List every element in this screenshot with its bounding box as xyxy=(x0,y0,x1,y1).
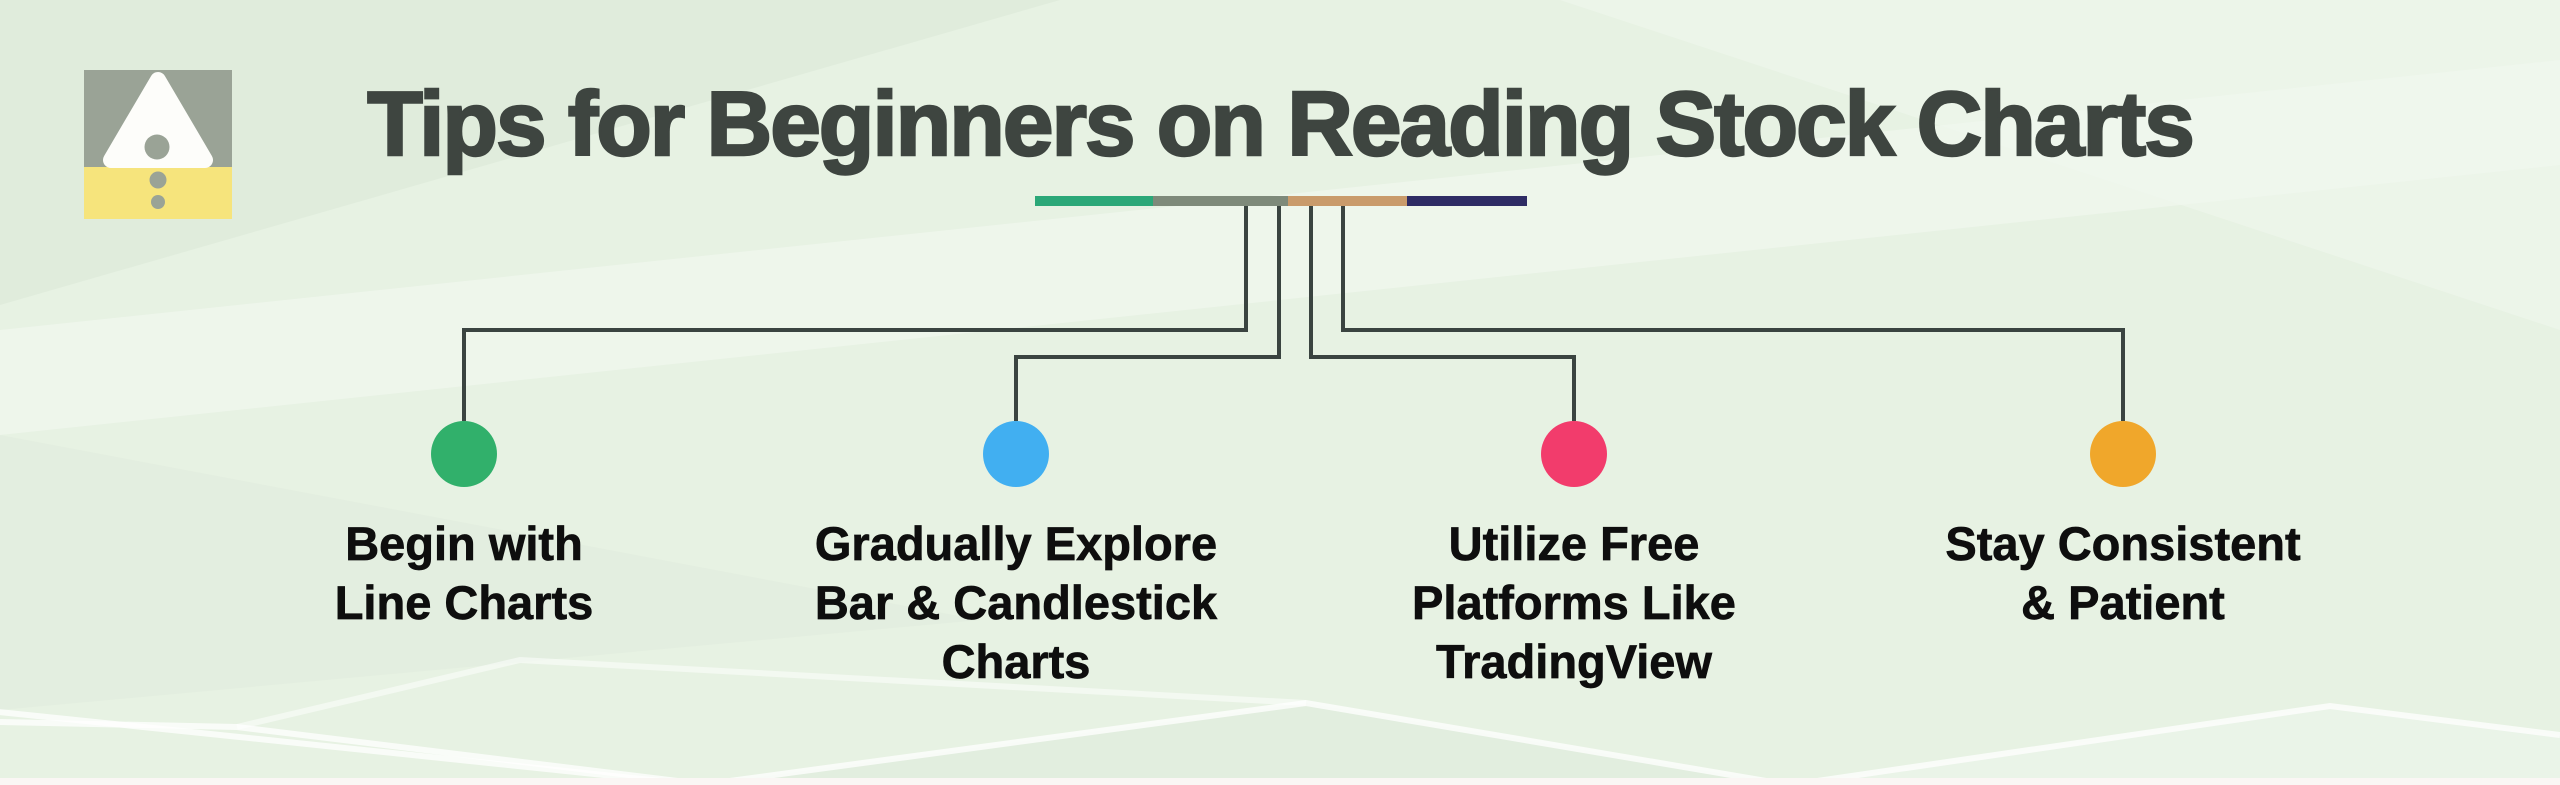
tip-label-1: Begin with Line Charts xyxy=(144,514,784,632)
divider-segment-navy xyxy=(1407,196,1527,206)
triangle-alert-logo-icon xyxy=(84,70,232,219)
facet-line xyxy=(0,699,2560,785)
tip-label-line: Gradually Explore xyxy=(814,517,1218,571)
connector-tree xyxy=(462,206,2125,421)
tip-label-line: Utilize Free xyxy=(1448,517,1700,571)
background-facet-lines xyxy=(0,656,2560,785)
tip-label-line: Begin with xyxy=(345,517,583,571)
background-facet xyxy=(1790,706,2560,785)
tip-label-2: Gradually Explore Bar & Candlestick Char… xyxy=(696,514,1336,691)
page-title: Tips for Beginners on Reading Stock Char… xyxy=(366,74,2196,175)
background-facet xyxy=(0,0,1060,305)
tip-label-line: & Patient xyxy=(2021,576,2225,630)
logo-dot xyxy=(149,171,167,189)
connector-line-1 xyxy=(462,206,1248,421)
logo-triangle-outline xyxy=(103,72,213,168)
facet-line xyxy=(236,656,1307,730)
tip-circle-3 xyxy=(1541,421,1607,487)
logo-triangle-hole xyxy=(144,134,170,160)
tip-circle-1 xyxy=(431,421,497,487)
background-facet xyxy=(0,435,980,710)
background-facet xyxy=(700,703,1790,785)
connector-line-2 xyxy=(1014,206,1281,421)
divider-segment-green xyxy=(1035,196,1153,206)
tip-label-line: TradingView xyxy=(1436,635,1713,689)
connector-line-3 xyxy=(1309,206,1576,421)
connector-line-4 xyxy=(1341,206,2125,421)
logo-triangle xyxy=(111,80,205,160)
tip-label-3: Utilize Free Platforms Like TradingView xyxy=(1254,514,1894,691)
bottom-strip xyxy=(0,778,2560,785)
divider-bar xyxy=(1035,196,1527,206)
tip-label-line: Line Charts xyxy=(334,576,594,630)
tip-label-line: Stay Consistent xyxy=(1945,517,2301,571)
logo-dot xyxy=(151,195,165,209)
tip-label-line: Platforms Like xyxy=(1412,576,1737,630)
tip-label-4: Stay Consistent & Patient xyxy=(1803,514,2443,632)
divider-segment-gray xyxy=(1153,196,1288,206)
divider-segment-tan xyxy=(1288,196,1407,206)
tip-circle-4 xyxy=(2090,421,2156,487)
tip-label-line: Charts xyxy=(941,635,1091,689)
tip-circle-2 xyxy=(983,421,1049,487)
tip-label-line: Bar & Candlestick xyxy=(814,576,1218,630)
